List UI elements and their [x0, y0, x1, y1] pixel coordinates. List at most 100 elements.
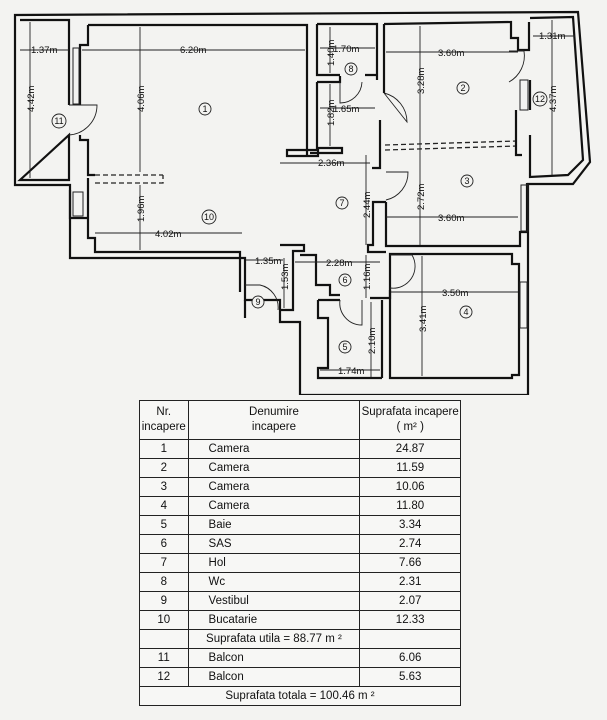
dim-balcony-11-width: 1.37m: [31, 45, 57, 56]
dim-hall-length: 2.44m: [362, 192, 373, 218]
room-10-walls: [68, 178, 242, 292]
cell-name: Wc: [187, 572, 361, 592]
cell-nr: 5: [139, 515, 189, 535]
cell-name: Baie: [187, 515, 361, 535]
total-area-label: Suprafata totala = 100.46 m ²: [139, 686, 461, 706]
header-area-line1: Suprafata incapere: [361, 406, 459, 418]
cell-area: 2.07: [359, 591, 461, 611]
door-bath: [339, 299, 363, 326]
window-room-10: [72, 191, 84, 217]
cell-area: 24.87: [359, 439, 461, 459]
cell-name: Balcon: [187, 667, 361, 687]
window-room-3: [520, 184, 529, 232]
room-number: 12: [535, 94, 545, 104]
dim-room-3-width: 3.60m: [438, 213, 464, 224]
wc-8-walls: [310, 22, 379, 155]
cell-nr: 2: [139, 458, 189, 478]
dim-balcony-12-length: 4.37m: [548, 86, 559, 112]
header-area-line2: ( m² ): [396, 421, 424, 433]
room-area-table: Nr. incapere Denumire incapere Suprafata…: [139, 400, 461, 706]
room-1-walls: [78, 23, 309, 177]
header-area: Suprafata incapere ( m² ): [359, 400, 461, 440]
room-label-1: 1: [198, 102, 212, 116]
door-balcony-11: [68, 104, 98, 136]
cell-name: Camera: [187, 477, 361, 497]
cell-name: Camera: [187, 496, 361, 516]
dim-closet-width: 1.65m: [333, 104, 359, 115]
dim-closet-length: 1.82m: [326, 100, 337, 126]
cell-nr: 10: [139, 610, 189, 630]
dim-vestibul-width: 1.35m: [255, 256, 281, 267]
bath-5-walls: [316, 298, 382, 380]
window-room-2: [519, 79, 529, 111]
dim-vestibul-length: 1.53m: [280, 264, 291, 290]
room-number: 6: [342, 275, 347, 285]
dim-room-4-length: 3.41m: [418, 306, 429, 332]
cell-nr: 1: [139, 439, 189, 459]
cell-nr: 11: [139, 648, 189, 668]
cell-name: Hol: [187, 553, 361, 573]
cell-nr: 9: [139, 591, 189, 611]
room-number: 3: [464, 176, 469, 186]
header-name: Denumire incapere: [187, 400, 361, 440]
wall-stub: [285, 148, 320, 158]
room-label-4: 4: [459, 305, 473, 319]
header-name-line1: Denumire: [249, 406, 299, 418]
header-nr-line1: Nr.: [156, 406, 172, 418]
dim-room-10-length: 1.96m: [136, 196, 147, 222]
cell-nr: 3: [139, 477, 189, 497]
cell-area: 2.74: [359, 534, 461, 554]
header-nr: Nr. incapere: [139, 400, 189, 440]
demolished-wall-2: [384, 140, 518, 151]
room-number: 10: [204, 212, 214, 222]
vestibul-walls: [243, 243, 306, 318]
room-label-3: 3: [460, 174, 474, 188]
outer-wall: [13, 10, 592, 395]
dim-sas-length: 1.16m: [362, 264, 373, 290]
cell-area: 11.80: [359, 496, 461, 516]
room-2-walls: [372, 20, 531, 170]
cell-name: Bucatarie: [187, 610, 361, 630]
room-label-6: 6: [338, 273, 352, 287]
cell-name: Balcon: [187, 648, 361, 668]
room-label-8: 8: [344, 62, 358, 76]
window-room-4: [519, 281, 528, 329]
dim-balcony-11-length: 4.42m: [26, 86, 37, 112]
room-number: 2: [460, 83, 465, 93]
dim-room-2-width: 3.60m: [438, 48, 464, 59]
dim-room-3-length: 2.72m: [416, 184, 427, 210]
empty-cell: [139, 629, 189, 649]
dim-sas-width: 2.28m: [326, 258, 352, 269]
cell-nr: 6: [139, 534, 189, 554]
cell-name: Vestibul: [187, 591, 361, 611]
cell-area: 11.59: [359, 458, 461, 478]
door-balcony-12: [508, 50, 525, 83]
cell-nr: 4: [139, 496, 189, 516]
dim-wc-length: 1.40m: [326, 40, 337, 66]
room-number: 4: [463, 307, 468, 317]
empty-cell: [359, 629, 461, 649]
cell-area: 3.34: [359, 515, 461, 535]
room-label-5: 5: [338, 340, 352, 354]
demolished-wall: [95, 174, 164, 184]
dim-bath-width: 1.74m: [338, 366, 364, 377]
dim-room-10-width: 4.02m: [155, 229, 181, 240]
room-label-11: 11: [51, 113, 67, 129]
dim-balcony-12-width: 1.31m: [539, 31, 565, 42]
door-room-2: [383, 92, 408, 124]
cell-area: 2.31: [359, 572, 461, 592]
dim-room-1-width: 6.20m: [180, 45, 206, 56]
cell-name: Camera: [187, 458, 361, 478]
door-entry: [245, 284, 279, 311]
room-number: 8: [348, 64, 353, 74]
dim-room-1-length: 4.06m: [136, 86, 147, 112]
